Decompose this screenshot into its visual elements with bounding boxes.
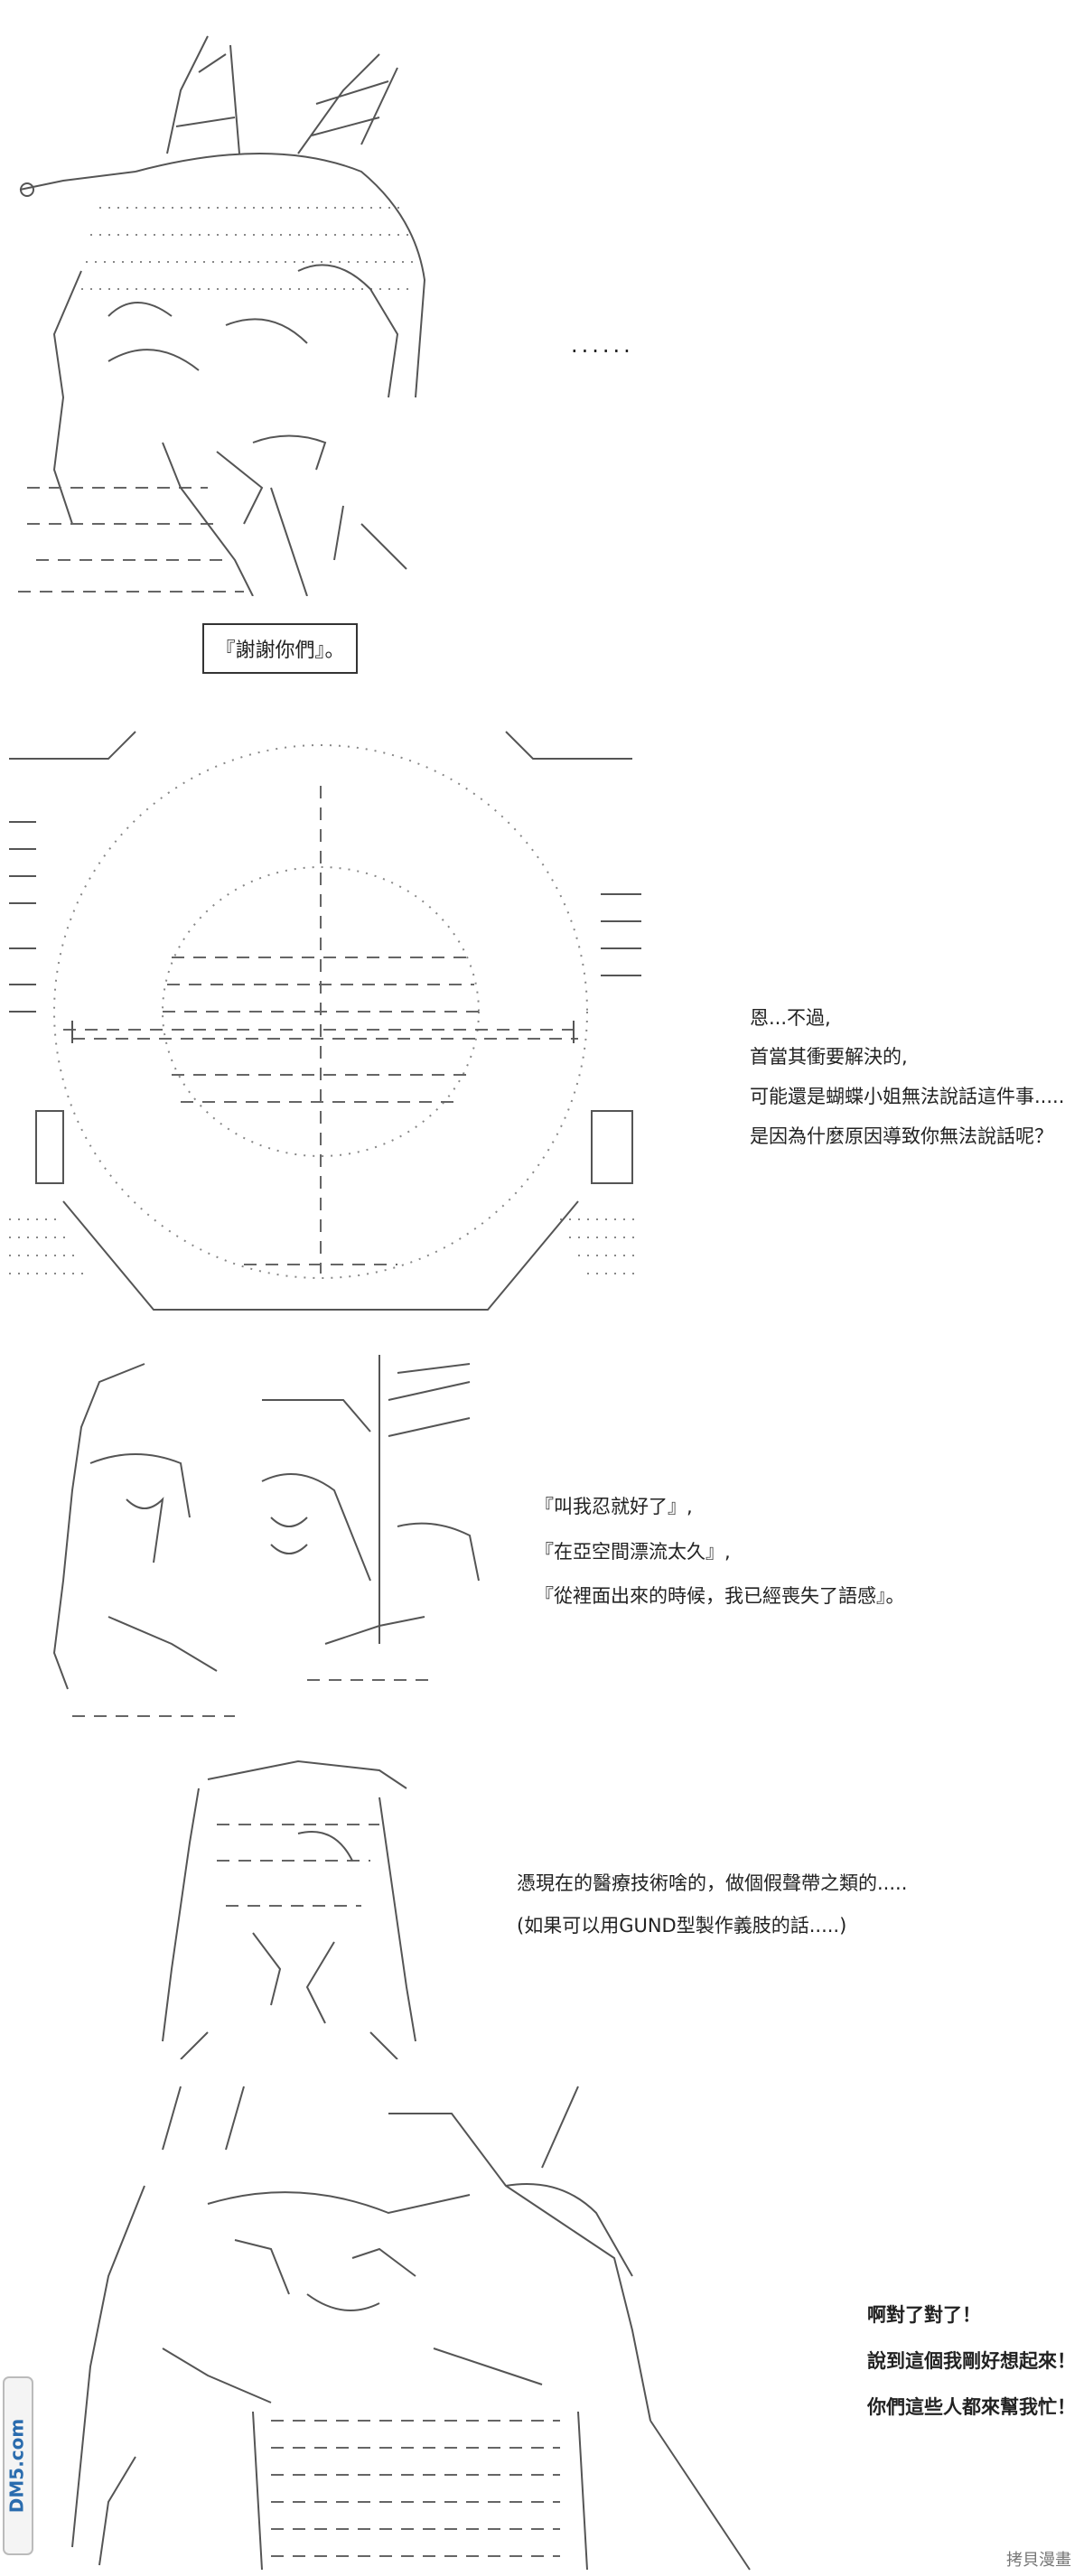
ascii-art-crosshair-scope [9,731,641,1311]
panel1-ellipsis: ...... [571,332,634,358]
panel2-line-1: 恩...不過, [750,1007,831,1029]
ascii-art-face-closeup [52,1355,480,1717]
panel5-line-2: 說到這個我剛好想起來！ [867,2350,1076,2372]
panel3-line-1: 『叫我忍就好了』, [535,1496,693,1517]
svg-text:DM5.com: DM5.com [6,2419,28,2513]
panel3-line-3: 『從裡面出來的時候，我已經喪失了語感』。 [535,1585,905,1607]
panel2-line-3: 可能還是蝴蝶小姐無法說話這件事..... [750,1086,1065,1107]
panel1-caption: 『謝謝你們』。 [202,623,358,674]
panel5-line-3: 你們這些人都來幫我忙！ [867,2396,1076,2418]
dm5-watermark-logo: DM5.com [3,2376,33,2555]
watermark-right: 拷貝漫畫 [1006,2551,1071,2570]
ascii-art-excited-character [71,2086,751,2571]
ascii-art-thinking-character [162,1759,416,2059]
panel2-line-4: 是因為什麼原因導致你無法說話呢？ [750,1125,1053,1147]
panel2-line-2: 首當其衝要解決的, [750,1046,908,1068]
ascii-art-character-rabbit-ears [18,35,426,596]
panel4-line-2: (如果可以用GUND型製作義肢的話.....) [517,1915,847,1937]
panel5-line-1: 啊對了對了！ [867,2304,981,2326]
panel3-line-2: 『在亞空間漂流太久』, [535,1541,731,1563]
panel4-line-1: 憑現在的醫療技術啥的，做個假聲帶之類的..... [517,1872,908,1894]
